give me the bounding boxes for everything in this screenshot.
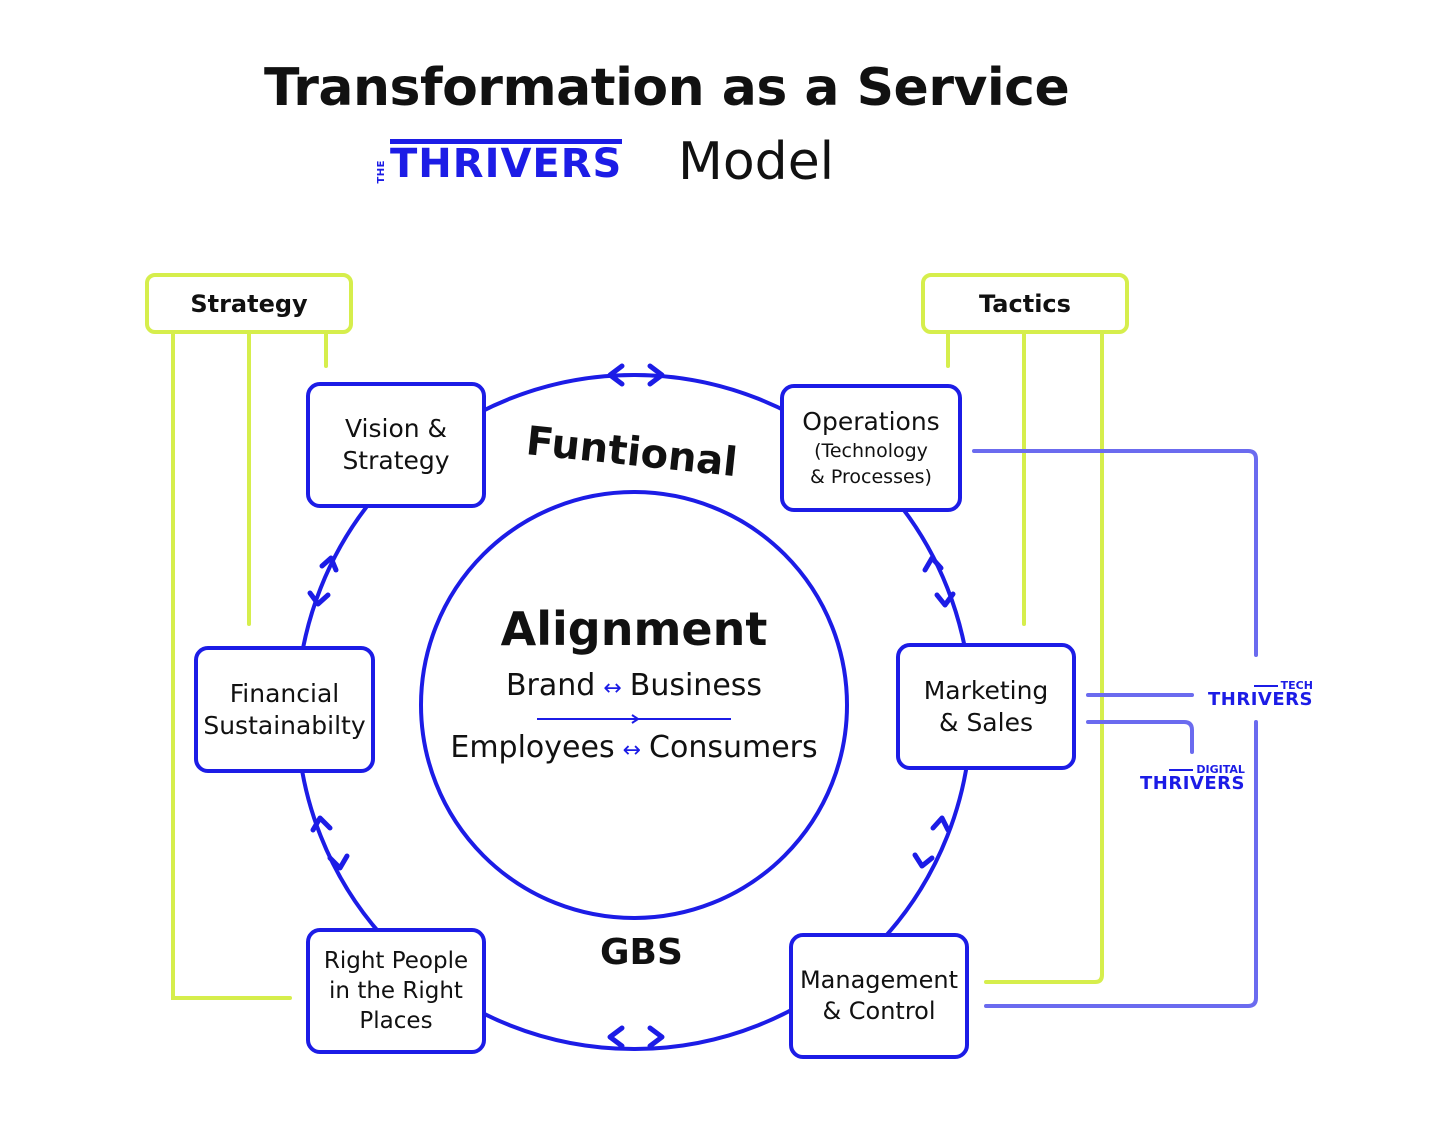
tech-connector-operations	[972, 449, 1258, 657]
node-vision-strategy[interactable]: Vision & Strategy	[306, 382, 486, 508]
ring-bottom-label: GBS	[600, 932, 683, 973]
tech-thrivers-logo: TECH THRIVERS	[1208, 680, 1313, 709]
tactics-group-box: Tactics	[921, 273, 1129, 334]
node-line: & Processes)	[810, 466, 932, 488]
double-arrow-bottom	[607, 1025, 665, 1049]
node-line: (Technology	[814, 440, 928, 462]
digital-thrivers-bottom: THRIVERS	[1140, 773, 1245, 794]
node-line: Operations	[802, 407, 940, 436]
employees-text: Employees	[450, 730, 615, 765]
node-line: Marketing	[923, 675, 1049, 705]
node-line: Sustainabilty	[203, 710, 366, 740]
tech-thrivers-bottom: THRIVERS	[1208, 689, 1313, 710]
tactics-connector-management	[984, 332, 1104, 984]
node-right-people[interactable]: Right People in the Right Places	[306, 928, 486, 1054]
node-marketing-sales[interactable]: Marketing & Sales	[896, 643, 1076, 770]
node-line: Vision &	[344, 414, 448, 443]
double-arrow-upper-right	[922, 555, 956, 608]
node-management-control[interactable]: Management & Control	[789, 933, 969, 1059]
double-arrow-lower-left	[310, 815, 350, 871]
digital-connector-marketing	[1086, 720, 1194, 754]
double-arrow-upper-left	[307, 555, 339, 607]
brand-text: Brand	[505, 668, 596, 703]
center-line-brand-business: Brand ↔ Business	[420, 668, 848, 703]
node-line: Places	[359, 1008, 433, 1034]
thrivers-logo: THE THRIVERS	[376, 138, 623, 187]
bidirectional-arrow-icon: ↔	[603, 676, 622, 701]
consumers-text: Consumers	[649, 730, 818, 765]
inner-circle	[419, 490, 849, 920]
center-title: Alignment	[500, 602, 768, 656]
double-arrow-lower-right	[912, 815, 951, 869]
node-financial-sustainability[interactable]: Financial Sustainabilty	[194, 646, 375, 773]
node-line: Strategy	[342, 446, 450, 475]
model-label: Model	[678, 132, 835, 192]
double-arrow-top	[607, 363, 665, 387]
digital-thrivers-top: DIGITAL	[1140, 764, 1245, 775]
strategy-group-box: Strategy	[145, 273, 353, 334]
tactics-label: Tactics	[979, 289, 1071, 318]
node-line: & Sales	[939, 707, 1033, 737]
strategy-connector-people	[171, 332, 292, 1000]
logo-word: THRIVERS	[390, 139, 623, 187]
strategy-label: Strategy	[190, 289, 308, 318]
center-line-employees-consumers: Employees ↔ Consumers	[420, 730, 848, 765]
bidirectional-arrow-icon: ↔	[622, 738, 642, 763]
business-text: Business	[629, 668, 763, 703]
node-line: Financial	[229, 678, 340, 708]
node-line: Management	[799, 966, 959, 994]
center-divider-arrowhead	[631, 714, 640, 724]
node-line: in the Right	[329, 978, 463, 1004]
tech-thrivers-top: TECH	[1208, 680, 1313, 691]
node-line: & Control	[822, 997, 936, 1025]
digital-thrivers-logo: DIGITAL THRIVERS	[1140, 764, 1245, 793]
tech-connector-management	[984, 720, 1258, 1008]
node-line: Right People	[323, 948, 469, 974]
page-title: Transformation as a Service	[264, 58, 1070, 118]
node-operations[interactable]: Operations (Technology & Processes)	[780, 384, 962, 512]
